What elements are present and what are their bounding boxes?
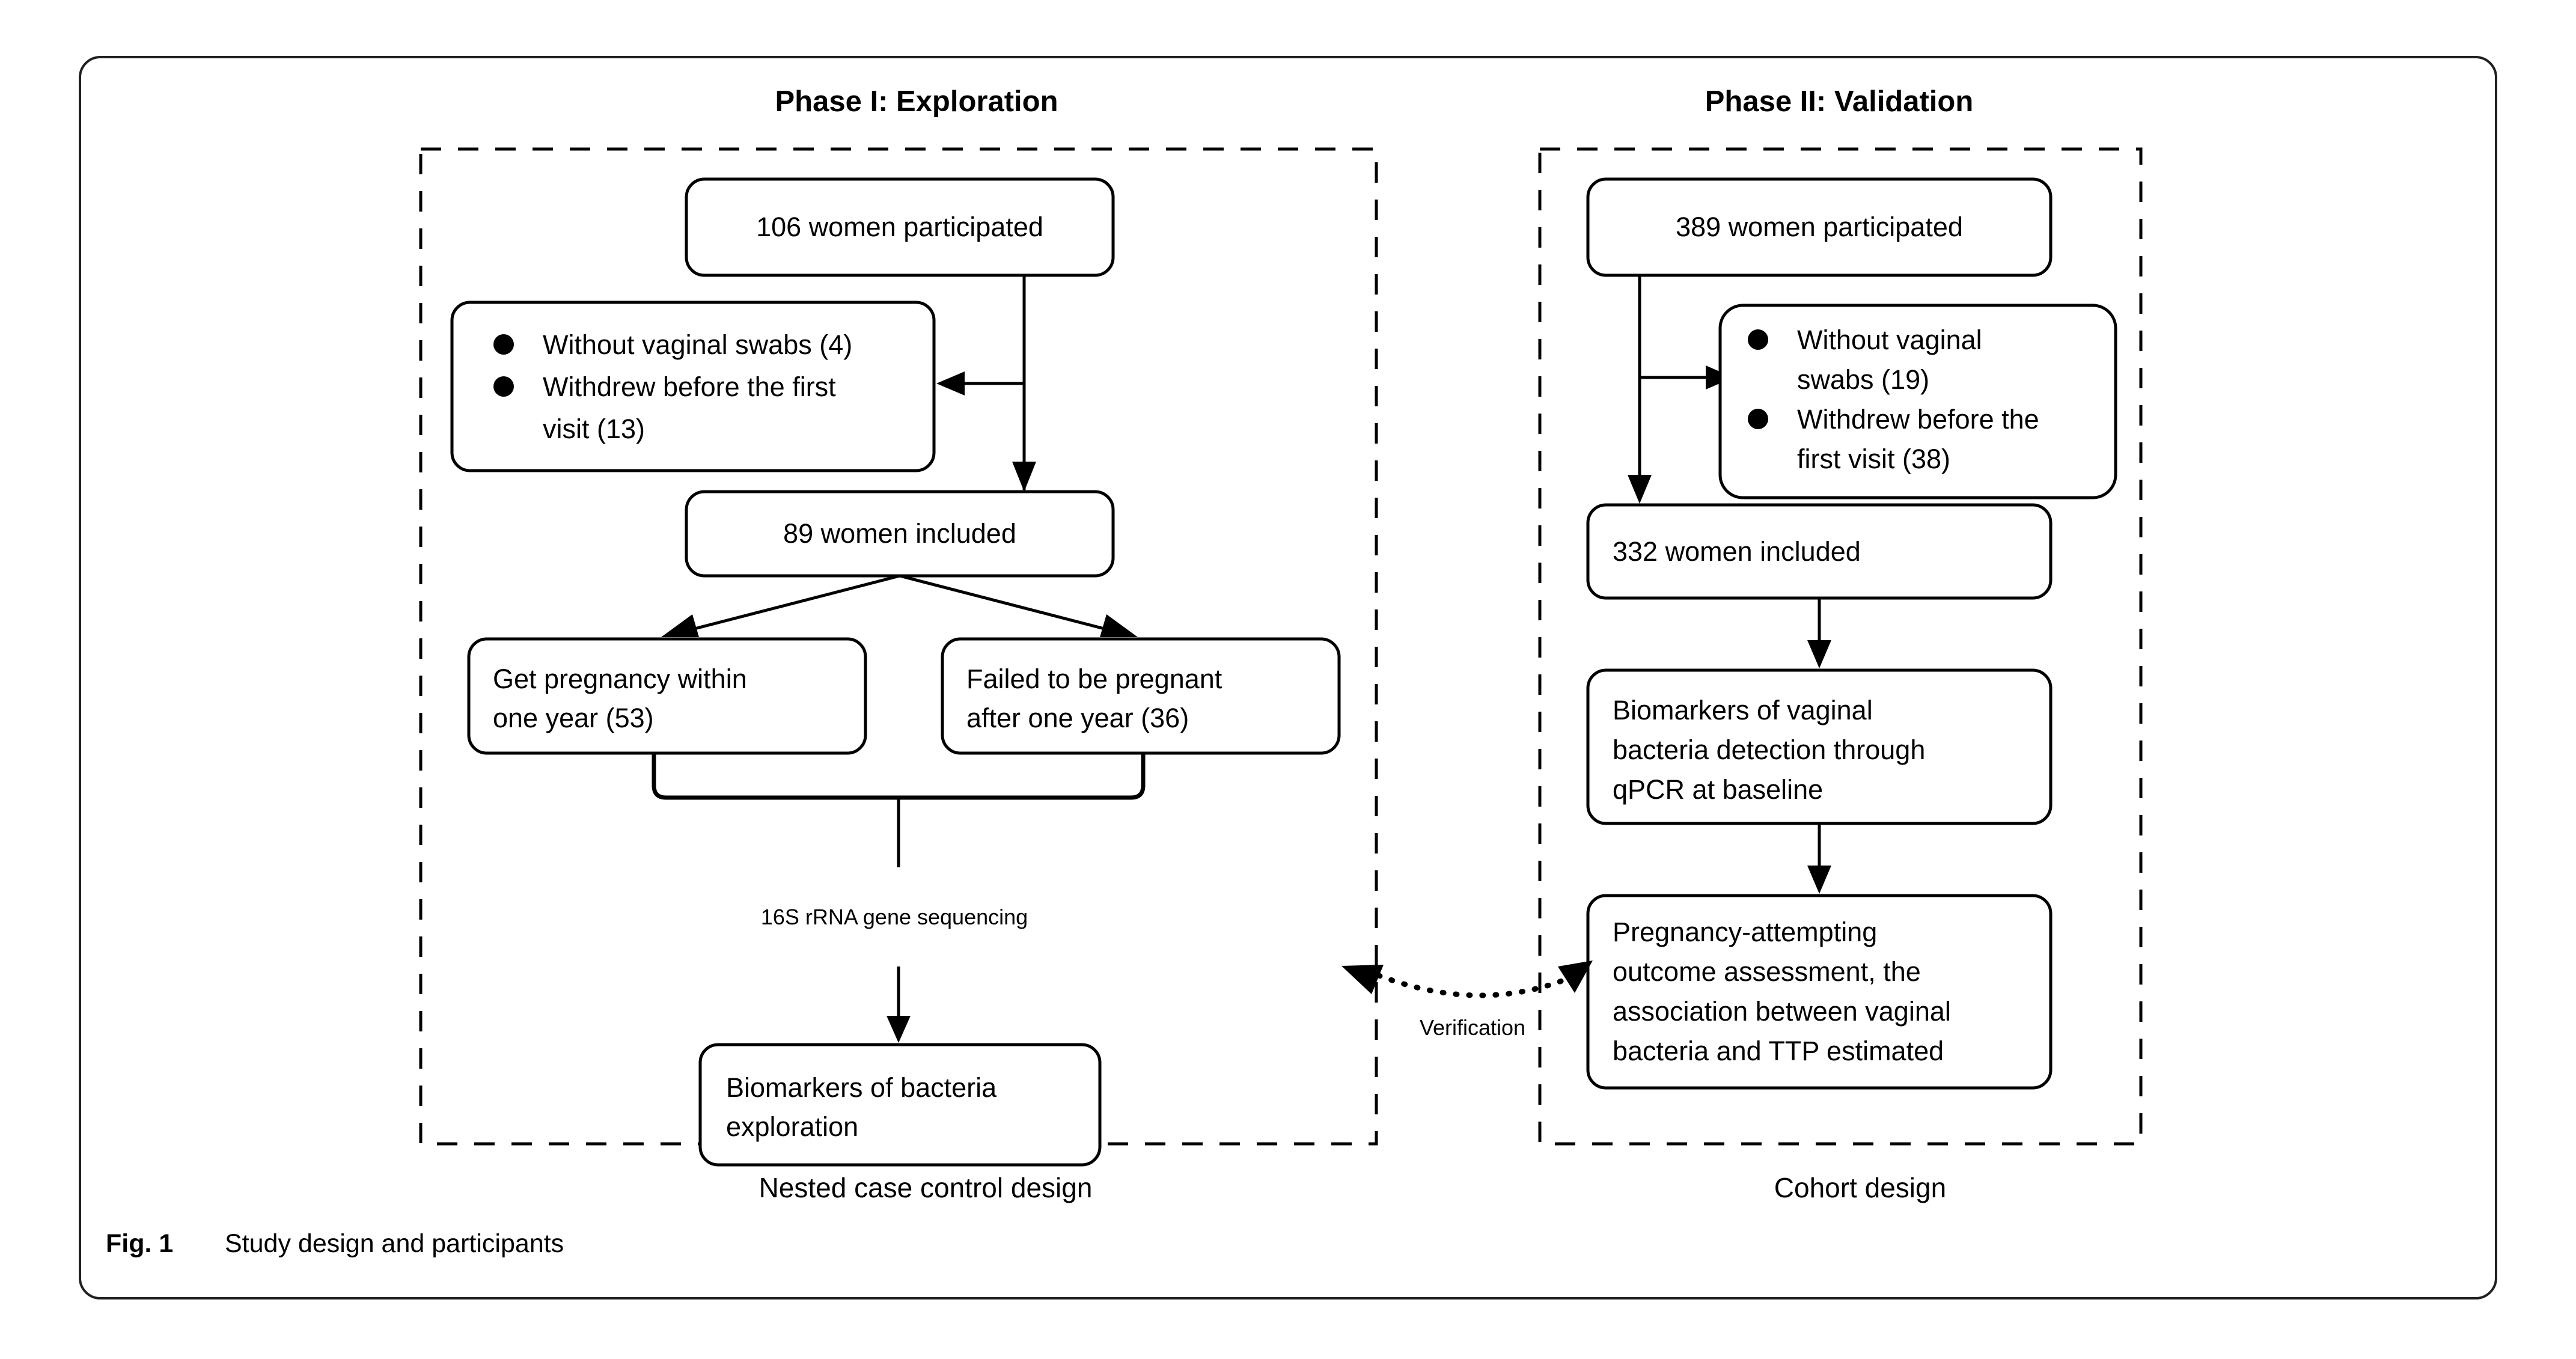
node-phase1-excluded-line-3: visit (13): [543, 414, 645, 444]
node-phase1-participants-label: 106 women participated: [756, 212, 1043, 242]
node-phase1-excluded-line-1: Without vaginal swabs (4): [543, 329, 852, 360]
node-phase2-outcome-line-1: Pregnancy-attempting: [1613, 917, 1877, 947]
edge-phase1-split-left: [689, 574, 900, 632]
edge-label-16s-sequencing: 16S rRNA gene sequencing: [761, 905, 1028, 929]
node-phase1-branch-right-line-2: after one year (36): [966, 703, 1189, 733]
bullet-dot-icon: [1748, 329, 1768, 350]
edge-phase2-arrowhead-outcome: [1807, 866, 1831, 894]
node-phase2-excluded-box[interactable]: [1718, 304, 2117, 499]
bullet-dot-icon: [493, 376, 514, 397]
node-phase1-outcome-box[interactable]: [698, 1043, 1102, 1167]
phase-2-design-label: Cohort design: [1774, 1172, 1946, 1203]
edge-phase2-arrowhead-detection: [1807, 640, 1831, 668]
node-phase2-detection-line-3: qPCR at baseline: [1613, 774, 1823, 805]
node-phase2-excluded-line-2: swabs (19): [1797, 364, 1929, 395]
node-phase2-outcome-box[interactable]: [1586, 894, 2053, 1090]
edge-phase1-arrowhead-included: [1012, 462, 1036, 492]
edge-phase1-arrowhead-left: [661, 614, 699, 637]
node-phase2-excluded-line-4: first visit (38): [1797, 444, 1950, 474]
edge-phase2-arrowhead-included: [1628, 475, 1652, 504]
phase-1-title: Phase I: Exploration: [775, 85, 1058, 118]
edge-phase1-arrowhead-outcome: [887, 1016, 911, 1043]
verification-arrowhead-left: [1341, 965, 1384, 994]
node-phase2-participants-label: 389 women participated: [1676, 212, 1963, 242]
node-phase2-detection-line-1: Biomarkers of vaginal: [1613, 695, 1873, 725]
node-phase1-branch-left-line-1: Get pregnancy within: [493, 664, 747, 694]
phase-1-design-label: Nested case control design: [759, 1172, 1093, 1203]
node-phase1-branch-right-line-1: Failed to be pregnant: [966, 664, 1222, 694]
node-phase2-outcome-line-3: association between vaginal: [1613, 996, 1951, 1027]
node-phase1-outcome-line-2: exploration: [726, 1111, 858, 1142]
bullet-dot-icon: [1748, 409, 1768, 429]
edge-phase1-arrowhead-excluded: [936, 371, 965, 395]
node-phase2-outcome-line-2: outcome assessment, the: [1613, 956, 1921, 987]
verification-arrowhead-right: [1558, 960, 1593, 993]
node-phase2-excluded-line-1: Without vaginal: [1797, 325, 1982, 355]
node-phase2-participants-box[interactable]: [1586, 177, 2053, 277]
verification-dotted-link: [1376, 969, 1586, 998]
phase-2-frame: [1538, 147, 2143, 1146]
node-phase1-included-label: 89 women included: [783, 518, 1016, 549]
verification-label: Verification: [1420, 1015, 1525, 1040]
node-phase1-outcome-line-1: Biomarkers of bacteria: [726, 1072, 997, 1103]
node-phase1-participants-box[interactable]: [685, 177, 1115, 277]
phase-2-title: Phase II: Validation: [1705, 85, 1974, 118]
node-phase1-branch-right-box[interactable]: [941, 637, 1341, 755]
node-phase2-included-label: 332 women included: [1613, 536, 1861, 567]
node-phase2-excluded-line-3: Withdrew before the: [1797, 404, 2039, 435]
edge-phase1-arrowhead-right: [1100, 614, 1138, 637]
figure-caption-label: Fig. 1: [106, 1229, 173, 1258]
node-phase1-branch-left-line-2: one year (53): [493, 703, 654, 733]
bullet-dot-icon: [493, 334, 514, 355]
node-phase1-excluded-box[interactable]: [450, 301, 936, 472]
node-phase1-branch-left-box[interactable]: [467, 637, 867, 755]
edge-phase1-split-right: [899, 574, 1109, 632]
node-phase1-excluded-line-2: Withdrew before the first: [543, 371, 836, 402]
node-phase2-detection-line-2: bacteria detection through: [1613, 734, 1925, 765]
node-phase2-outcome-line-4: bacteria and TTP estimated: [1613, 1036, 1944, 1066]
figure-caption-text: Study design and participants: [225, 1229, 564, 1258]
